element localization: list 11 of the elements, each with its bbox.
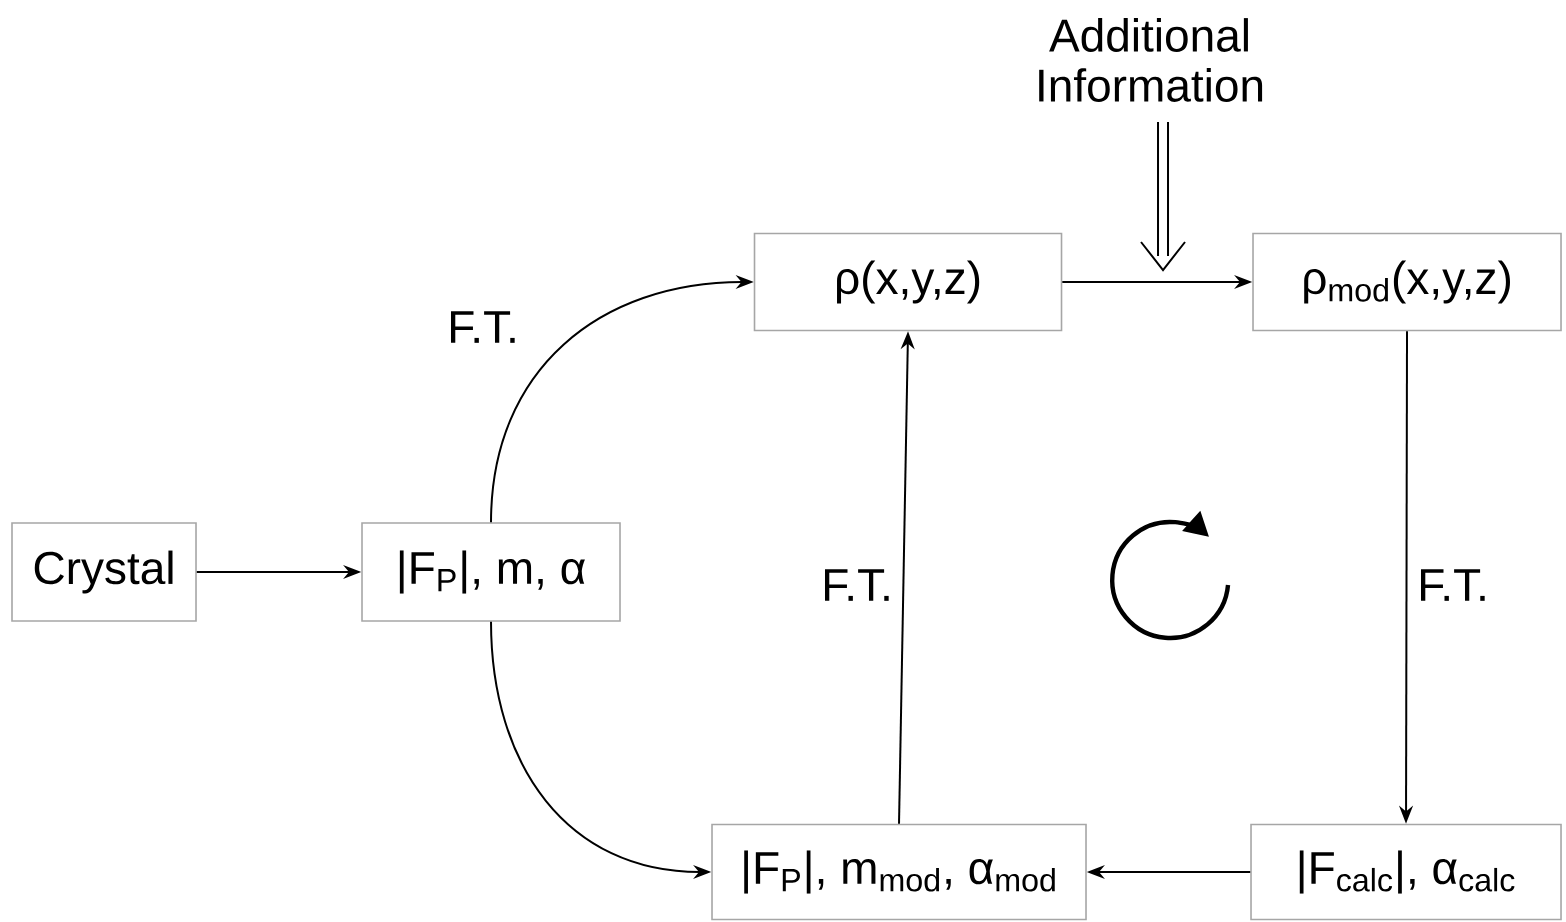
process-box: ρ$_{mod}$(x,y,z) <box>1252 232 1562 332</box>
process-box: |F$_{P}$|, m$_{mod}$, α$_{mod}$ <box>711 823 1087 921</box>
process-box: ρ(x,y,z) <box>753 232 1063 332</box>
source-text: Additional Information <box>1039 18 1263 102</box>
edge-label: F.T. <box>825 569 889 601</box>
input-arrow <box>1140 121 1186 272</box>
process-box: Crystal <box>11 522 197 622</box>
process-box: |F$_{P}$|, m, α <box>361 522 621 622</box>
edge-label: F.T. <box>1421 569 1485 601</box>
process-box: |F$_{calc}$|, α$_{calc}$ <box>1250 823 1562 921</box>
edge-label: F.T. <box>451 311 515 343</box>
